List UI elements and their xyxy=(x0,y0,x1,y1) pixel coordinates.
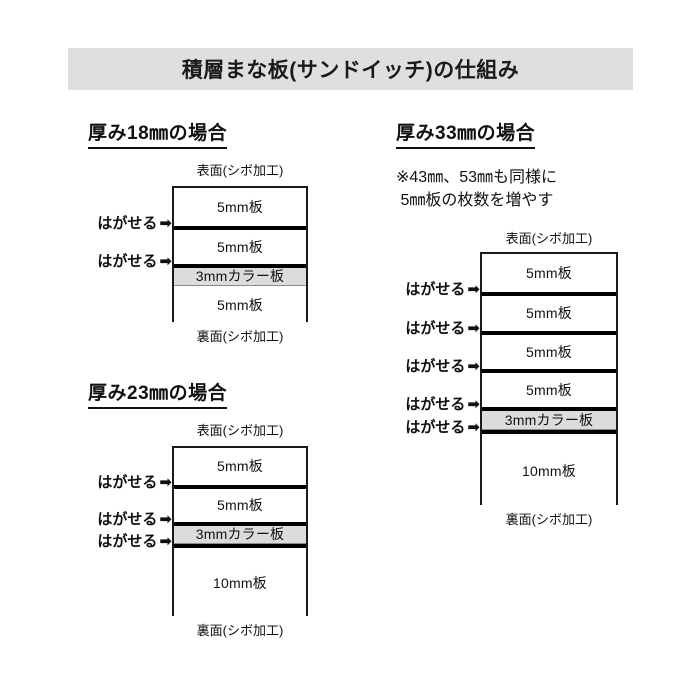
layer-5mm板: 5mm板 xyxy=(174,448,306,485)
peelable-marker: はがせる➡ xyxy=(80,475,172,490)
peelable-marker: はがせる➡ xyxy=(80,534,172,549)
layer-label: 10mm板 xyxy=(522,462,576,479)
layer-label: 5mm板 xyxy=(526,343,572,360)
layer-5mm板: 5mm板 xyxy=(174,286,306,324)
back-surface-caption-23mm: 裏面(シボ加工) xyxy=(196,623,284,638)
layer-3mmカラー板: 3mmカラー板 xyxy=(174,521,306,545)
layer-label: 5mm板 xyxy=(217,198,263,215)
front-surface-caption-23mm: 表面(シボ加工) xyxy=(196,423,284,438)
layer-label: 5mm板 xyxy=(217,458,263,475)
peelable-marker: はがせる➡ xyxy=(80,216,172,231)
layer-5mm板: 5mm板 xyxy=(482,368,616,408)
peelable-marker: はがせる➡ xyxy=(388,397,480,412)
peelable-label: はがせる xyxy=(97,510,158,528)
layer-5mm板: 5mm板 xyxy=(482,292,616,331)
layer-5mm板: 5mm板 xyxy=(482,330,616,369)
layer-5mm板: 5mm板 xyxy=(174,484,306,522)
section-note-33mm: ※43㎜、53㎜も同様に 5㎜板の枚数を増やす xyxy=(396,169,558,210)
peelable-marker: はがせる➡ xyxy=(388,420,480,435)
arrow-right-icon: ➡ xyxy=(467,419,480,437)
peelable-label: はがせる xyxy=(405,396,466,414)
peelable-label: はがせる xyxy=(97,473,158,491)
layer-5mm板: 5mm板 xyxy=(174,188,306,226)
arrow-right-icon: ➡ xyxy=(467,396,480,414)
peelable-label: はがせる xyxy=(405,281,466,299)
arrow-right-icon: ➡ xyxy=(159,252,172,270)
layer-stack-18mm: 5mm板 5mm板 3mmカラー板 5mm板 xyxy=(172,186,308,324)
layer-label: 3mmカラー板 xyxy=(504,412,594,429)
layer-label: 3mmカラー板 xyxy=(195,526,285,543)
peelable-marker: はがせる➡ xyxy=(80,512,172,527)
peelable-label: はがせる xyxy=(97,214,158,232)
layer-label: 10mm板 xyxy=(213,575,267,592)
peelable-label: はがせる xyxy=(405,419,466,437)
layer-stack-33mm: 5mm板 5mm板 5mm板 5mm板 3mmカラー板 10mm板 xyxy=(480,252,618,507)
layer-label: 5mm板 xyxy=(217,238,263,255)
layer-10mm板: 10mm板 xyxy=(482,430,616,507)
layer-10mm板: 10mm板 xyxy=(174,544,306,618)
page-title: 積層まな板(サンドイッチ)の仕組み xyxy=(181,59,520,82)
section-heading-23mm: 厚み23㎜の場合 xyxy=(88,378,228,409)
layer-label: 5mm板 xyxy=(526,382,572,399)
layer-5mm板: 5mm板 xyxy=(482,254,616,293)
peelable-marker: はがせる➡ xyxy=(388,359,480,374)
section-heading-33mm: 厚み33㎜の場合 xyxy=(396,118,536,149)
peelable-label: はがせる xyxy=(97,533,158,551)
peelable-label: はがせる xyxy=(97,252,158,270)
peelable-marker: はがせる➡ xyxy=(80,254,172,269)
layer-label: 5mm板 xyxy=(217,497,263,514)
arrow-right-icon: ➡ xyxy=(159,533,172,551)
layer-label: 5mm板 xyxy=(217,297,263,314)
peelable-marker: はがせる➡ xyxy=(388,321,480,336)
back-surface-caption-33mm: 裏面(シボ加工) xyxy=(505,512,593,527)
front-surface-caption-18mm: 表面(シボ加工) xyxy=(196,163,284,178)
layer-label: 5mm板 xyxy=(526,305,572,322)
peelable-label: はがせる xyxy=(405,358,466,375)
layer-5mm板: 5mm板 xyxy=(174,225,306,264)
arrow-right-icon: ➡ xyxy=(467,281,480,299)
peelable-marker: はがせる➡ xyxy=(388,282,480,297)
peelable-label: はがせる xyxy=(405,319,466,337)
arrow-right-icon: ➡ xyxy=(159,473,172,491)
section-heading-18mm: 厚み18㎜の場合 xyxy=(88,118,228,149)
arrow-right-icon: ➡ xyxy=(159,214,172,232)
layer-stack-23mm: 5mm板 5mm板 3mmカラー板 10mm板 xyxy=(172,446,308,618)
layer-3mmカラー板: 3mmカラー板 xyxy=(174,263,306,287)
back-surface-caption-18mm: 裏面(シボ加工) xyxy=(196,329,284,344)
layer-label: 3mmカラー板 xyxy=(195,268,285,285)
arrow-right-icon: ➡ xyxy=(467,319,480,337)
layer-label: 5mm板 xyxy=(526,265,572,282)
layer-3mmカラー板: 3mmカラー板 xyxy=(482,407,616,431)
arrow-right-icon: ➡ xyxy=(467,358,480,375)
arrow-right-icon: ➡ xyxy=(159,510,172,528)
diagram-title-band: 積層まな板(サンドイッチ)の仕組み xyxy=(68,48,633,90)
front-surface-caption-33mm: 表面(シボ加工) xyxy=(505,231,593,246)
